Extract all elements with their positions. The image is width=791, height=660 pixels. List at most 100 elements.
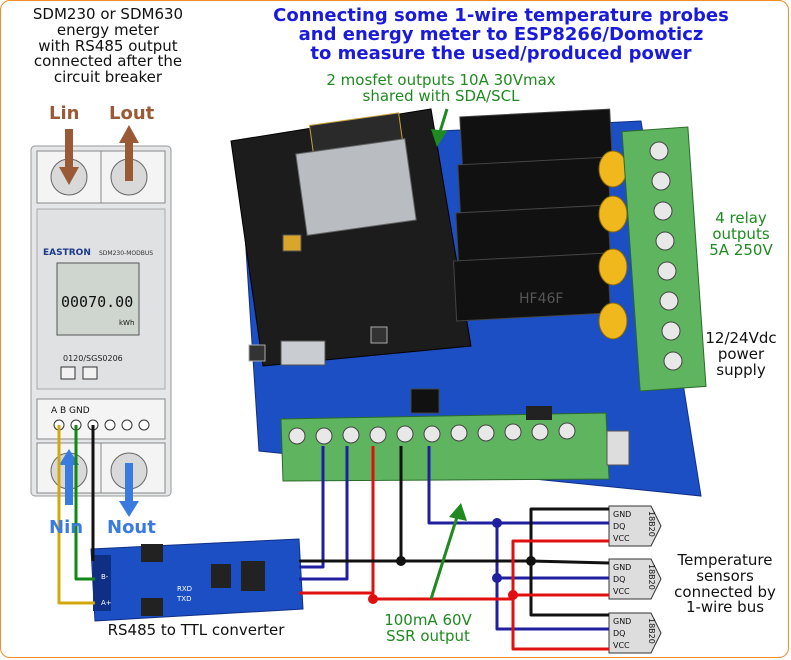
sensor-3-vcc: VCC [613, 641, 630, 650]
flash-button[interactable] [370, 326, 388, 344]
sensors-caption-line-4: 1-wire bus [685, 598, 765, 617]
rs485-converter: B- A+ RXD TXD [90, 538, 304, 622]
power-caption: 12/24Vdc power supply [693, 329, 788, 379]
board-label-gnd: GND [397, 490, 412, 498]
title-line-3: to measure the used/produced power [310, 42, 692, 64]
board-label-sda: SDA [344, 490, 358, 498]
board-label-lvout: LVout [453, 490, 471, 498]
converter-caption: RS485 to TTL converter [107, 621, 285, 639]
relay-terminal-block [621, 126, 707, 392]
meter-reading: 00070.00 [61, 293, 133, 311]
power-caption-line-3: supply [716, 360, 766, 379]
sensors-caption-line-1: Temperature [677, 551, 773, 569]
rst-button[interactable] [248, 344, 266, 362]
sensor-1-model: 18B20 [647, 511, 656, 537]
meter-caption-line-3: with RS485 output [38, 36, 178, 55]
meter-caption: SDM230 or SDM630 energy meter with RS485… [3, 5, 213, 86]
rs485-terminal-labels: A B GND [51, 406, 90, 416]
meter-caption-line-4: connected after the [33, 52, 183, 71]
sensors-caption-line-2: sensors [696, 566, 754, 585]
meter-button-enter[interactable] [82, 366, 98, 380]
title-line-1: Connecting some 1-wire temperature probe… [273, 5, 729, 26]
relay-caption-line-2: outputs [712, 224, 770, 243]
converter-pin-txd: TXD [176, 595, 191, 603]
mosfet-caption-line-2: shared with SDA/SCL [362, 86, 520, 105]
board-label-in3txd: In3txd [542, 490, 563, 498]
board-label-in1: In1 [488, 490, 498, 498]
relay-caption: 4 relay outputs 5A 250V [691, 209, 788, 259]
callout-arrows [429, 108, 467, 600]
sensor-2-gnd: GND [613, 563, 631, 572]
energy-meter: EASTRON SDM230-MODBUS 00070.00 kWh 0120/… [30, 125, 172, 517]
sensor-1: GND DQ VCC 18B20 [608, 505, 662, 547]
board-label-ain: Ain [576, 490, 586, 498]
lout-arrow-icon [125, 141, 133, 181]
relay-caption-line-3: 5A 250V [709, 240, 773, 259]
meter-serial: 0120/SGS0206 [63, 354, 123, 363]
sensor-3-model: 18B20 [647, 618, 656, 644]
mosfet-arrow-icon [431, 129, 447, 147]
wire-b-green [74, 425, 95, 581]
sensor-3: GND DQ VCC 18B20 [608, 612, 662, 654]
nin-label: Nin [49, 517, 84, 538]
sensor-1-dq: DQ [613, 522, 625, 531]
wire-vcc-bus-red [373, 539, 609, 601]
lin-label: Lin [49, 103, 80, 124]
sensors-caption-line-3: connected by [674, 582, 776, 601]
wire-junctions [368, 518, 536, 604]
lin-arrow-icon [65, 129, 73, 169]
relay-caption-line-1: 4 relay [715, 209, 767, 227]
nin-arrow-icon [65, 463, 73, 505]
converter-pin-rxd: RXD [177, 585, 192, 593]
wire-gnd-bus-black [401, 507, 609, 563]
ssr-arrow-icon [449, 503, 467, 521]
title-line-2: and energy meter to ESP8266/Domoticz [298, 23, 704, 45]
board-label-3: 3 [375, 490, 379, 498]
sensor-3-dq: DQ [613, 629, 625, 638]
power-caption-line-1: 12/24Vdc [705, 329, 777, 347]
converter-pin-a: A+ [101, 599, 112, 607]
test-button[interactable] [606, 430, 630, 466]
board-label-scl: SCL [319, 490, 332, 498]
meter-caption-line-5: circuit breaker [53, 68, 163, 86]
board-label-5vout: 5Vout [289, 490, 308, 498]
io-terminal-block [280, 412, 610, 482]
wiring [57, 425, 610, 651]
sensor-2-vcc: VCC [613, 587, 630, 596]
board-label-1wire: 1wire [423, 490, 441, 498]
lout-label: Lout [109, 103, 155, 124]
meter-button-left[interactable] [60, 366, 76, 380]
nout-arrow-icon [125, 463, 133, 503]
sensor-3-gnd: GND [613, 617, 631, 626]
sensor-2: GND DQ VCC 18B20 [608, 558, 662, 600]
sensor-1-vcc: VCC [613, 534, 630, 543]
main-board: HF46F 5Vout SCL SDA 3 GND 1 [230, 108, 707, 498]
ssr-caption-line-2: SSR output [386, 626, 470, 645]
sensor-2-dq: DQ [613, 575, 625, 584]
usb-port-icon [280, 340, 326, 366]
meter-brand: EASTRON [43, 248, 91, 258]
meter-caption-line-1: SDM230 or SDM630 [32, 5, 184, 23]
sensor-2-model: 18B20 [647, 564, 656, 590]
mosfet-caption-line-1: 2 mosfet outputs 10A 30Vmax [326, 71, 556, 89]
meter-unit: kWh [119, 319, 134, 327]
nout-label: Nout [107, 517, 156, 538]
sensors-caption: Temperature sensors connected by 1-wire … [661, 551, 788, 617]
converter-pin-b: B- [101, 573, 109, 581]
ssr-caption: 100mA 60V SSR output [363, 611, 493, 645]
relay-model: HF46F [519, 291, 563, 307]
ssr-caption-line-1: 100mA 60V [384, 611, 472, 629]
wire-3v-red [299, 446, 375, 595]
mosfet-caption: 2 mosfet outputs 10A 30Vmax shared with … [291, 71, 591, 105]
wire-a-yellow [57, 425, 95, 605]
snubber-caps [598, 150, 628, 340]
sensor-1-gnd: GND [613, 510, 631, 519]
diagram-title: Connecting some 1-wire temperature probe… [211, 5, 788, 64]
temperature-sensors: GND DQ VCC 18B20 GND DQ VCC 18B20 GND DQ… [608, 505, 662, 654]
power-caption-line-2: power [717, 344, 765, 363]
board-label-in2rxd: In2rxd [510, 490, 531, 498]
meter-caption-line-2: energy meter [56, 20, 160, 39]
meter-model: SDM230-MODBUS [99, 250, 153, 257]
